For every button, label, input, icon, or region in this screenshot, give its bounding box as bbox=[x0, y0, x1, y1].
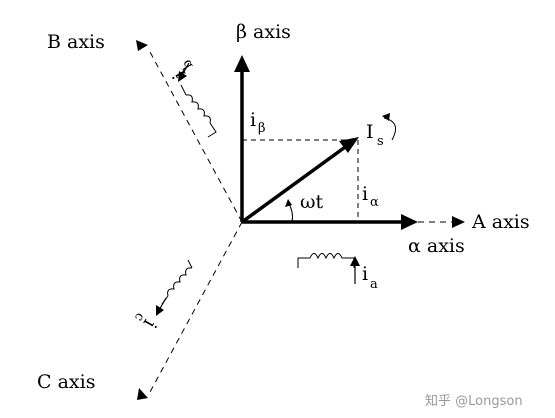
is-vector-line bbox=[240, 143, 350, 224]
ia-subscript: a bbox=[370, 277, 378, 292]
c-axis-label: C axis bbox=[37, 371, 95, 393]
b-phase-coil-icon bbox=[180, 84, 217, 138]
is-vector-label: I bbox=[366, 121, 374, 143]
ib-subscript: b bbox=[179, 57, 196, 72]
is-vector-arrowhead bbox=[339, 137, 359, 153]
ic-subscript: c bbox=[131, 310, 148, 324]
a-axis-arrowhead bbox=[452, 216, 465, 228]
omega-t-arc-arrowhead bbox=[285, 199, 292, 207]
is-vector-subscript: s bbox=[377, 134, 384, 149]
ib-current-arrowhead bbox=[178, 71, 187, 82]
beta-axis-arrowhead bbox=[234, 55, 250, 72]
b-axis-label: B axis bbox=[47, 31, 105, 53]
ic-current-arrowhead bbox=[156, 305, 164, 316]
a-phase-coil-icon bbox=[297, 253, 355, 268]
c-phase-coil-icon bbox=[161, 259, 193, 305]
rotation-arc-arrowhead bbox=[382, 113, 390, 121]
ia-current-arrowhead bbox=[350, 256, 360, 266]
omega-t-label: ωt bbox=[300, 191, 323, 213]
beta-axis-label: β axis bbox=[236, 21, 291, 43]
a-axis-label: A axis bbox=[471, 211, 530, 233]
c-axis-arrowhead bbox=[137, 388, 148, 400]
c-axis-dashed-line bbox=[149, 221, 243, 393]
b-axis-dashed-line bbox=[149, 51, 243, 223]
i-beta-label: i bbox=[250, 109, 256, 131]
i-beta-subscript: β bbox=[258, 121, 266, 136]
b-axis-arrowhead bbox=[136, 40, 148, 51]
rotation-arc bbox=[383, 117, 397, 141]
i-alpha-label: i bbox=[362, 183, 368, 205]
ia-label: i bbox=[362, 263, 368, 285]
alpha-axis-arrowhead bbox=[401, 214, 418, 230]
i-alpha-subscript: α bbox=[370, 195, 379, 210]
alpha-axis-label: α axis bbox=[408, 235, 465, 257]
watermark-text: 知乎 @Longson bbox=[425, 393, 523, 409]
